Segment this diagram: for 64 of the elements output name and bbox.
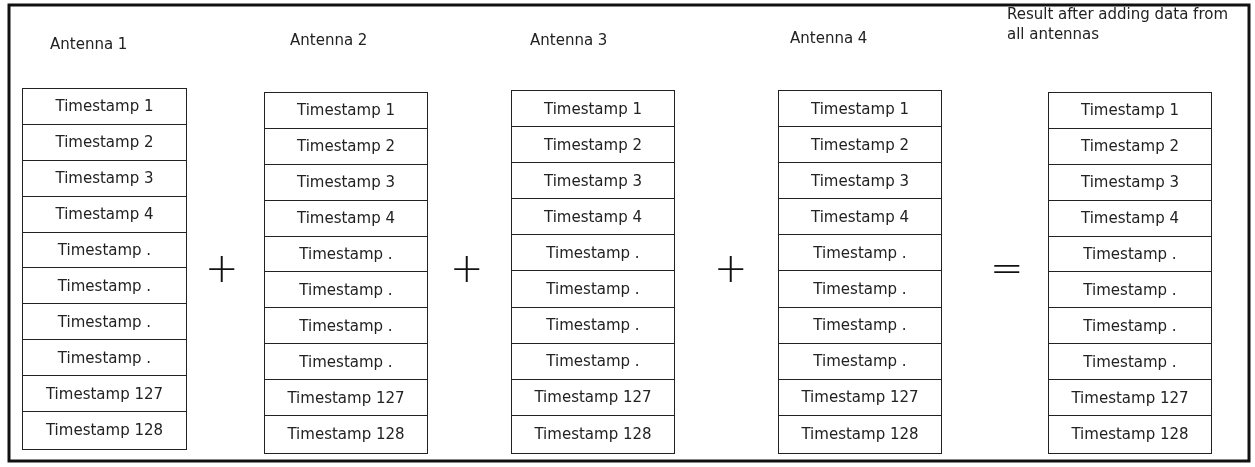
- timestamp-label: Timestamp .: [546, 352, 640, 371]
- timestamp-label: Timestamp 4: [543, 207, 642, 226]
- timestamp-label: Timestamp 127: [1071, 388, 1189, 407]
- timestamp-label: Timestamp 3: [1080, 173, 1179, 192]
- timestamp-label: Timestamp .: [546, 316, 640, 335]
- timestamp-label: Timestamp 128: [45, 421, 164, 440]
- table-column: [264, 92, 428, 454]
- timestamp-label: Timestamp .: [57, 276, 152, 295]
- operator-sign: +: [205, 248, 239, 288]
- timestamp-label: Timestamp 4: [296, 209, 395, 228]
- timestamp-label: Timestamp 1: [296, 101, 395, 120]
- timestamp-label: Timestamp 3: [296, 173, 395, 192]
- timestamp-label: Timestamp .: [546, 280, 640, 299]
- timestamp-label: Timestamp .: [546, 243, 640, 262]
- timestamp-label: Timestamp 127: [534, 388, 652, 407]
- timestamp-label: Timestamp .: [1083, 316, 1177, 335]
- table-column: [1048, 92, 1212, 454]
- timestamp-label: Timestamp 1: [543, 99, 642, 118]
- column-heading: Antenna 2: [290, 30, 369, 50]
- timestamp-label: Timestamp .: [813, 316, 907, 335]
- timestamp-label: Timestamp .: [1083, 280, 1177, 299]
- timestamp-label: Timestamp .: [299, 280, 393, 299]
- timestamp-label: Timestamp .: [813, 243, 907, 262]
- timestamp-label: Timestamp .: [1083, 245, 1177, 264]
- timestamp-label: Timestamp 128: [287, 425, 405, 444]
- timestamp-label: Timestamp 128: [801, 424, 919, 443]
- operator-sign: +: [714, 248, 748, 288]
- column-heading: Antenna 1: [50, 34, 129, 54]
- timestamp-label: Timestamp 3: [810, 171, 909, 190]
- timestamp-label: Timestamp 1: [1080, 101, 1179, 120]
- timestamp-label: Timestamp 127: [801, 388, 919, 407]
- timestamp-label: Timestamp 2: [55, 133, 154, 152]
- timestamp-label: Timestamp 1: [55, 97, 154, 116]
- column-heading: Result after adding data from all antennas: [1007, 4, 1230, 44]
- timestamp-label: Timestamp .: [813, 280, 907, 299]
- timestamp-label: Timestamp .: [1083, 352, 1177, 371]
- timestamp-label: Timestamp .: [299, 352, 393, 371]
- timestamp-label: Timestamp .: [299, 245, 393, 264]
- timestamp-label: Timestamp 3: [55, 169, 154, 188]
- timestamp-label: Timestamp 4: [55, 205, 154, 224]
- timestamp-label: Timestamp 1: [810, 99, 909, 118]
- timestamp-label: Timestamp 2: [810, 135, 909, 154]
- table-column: [22, 88, 187, 450]
- timestamp-label: Timestamp 128: [1071, 425, 1189, 444]
- timestamp-label: Timestamp 128: [534, 424, 652, 443]
- column-heading: Antenna 4: [790, 28, 869, 48]
- timestamp-label: Timestamp 127: [45, 384, 164, 403]
- timestamp-label: Timestamp .: [57, 241, 152, 260]
- operator-sign: +: [450, 248, 484, 288]
- timestamp-label: Timestamp 4: [810, 207, 909, 226]
- timestamp-label: Timestamp 2: [1080, 137, 1179, 156]
- timestamp-label: Timestamp 127: [287, 388, 405, 407]
- timestamp-label: Timestamp 3: [543, 171, 642, 190]
- timestamp-label: Timestamp 4: [1080, 209, 1179, 228]
- table-column: [778, 90, 942, 454]
- timestamp-label: Timestamp .: [57, 348, 152, 367]
- column-heading: Antenna 3: [530, 30, 609, 50]
- timestamp-label: Timestamp .: [57, 312, 152, 331]
- operator-sign: =: [990, 248, 1024, 288]
- timestamp-label: Timestamp 2: [543, 135, 642, 154]
- timestamp-label: Timestamp .: [813, 352, 907, 371]
- timestamp-label: Timestamp .: [299, 316, 393, 335]
- table-column: [511, 90, 675, 454]
- timestamp-label: Timestamp 2: [296, 137, 395, 156]
